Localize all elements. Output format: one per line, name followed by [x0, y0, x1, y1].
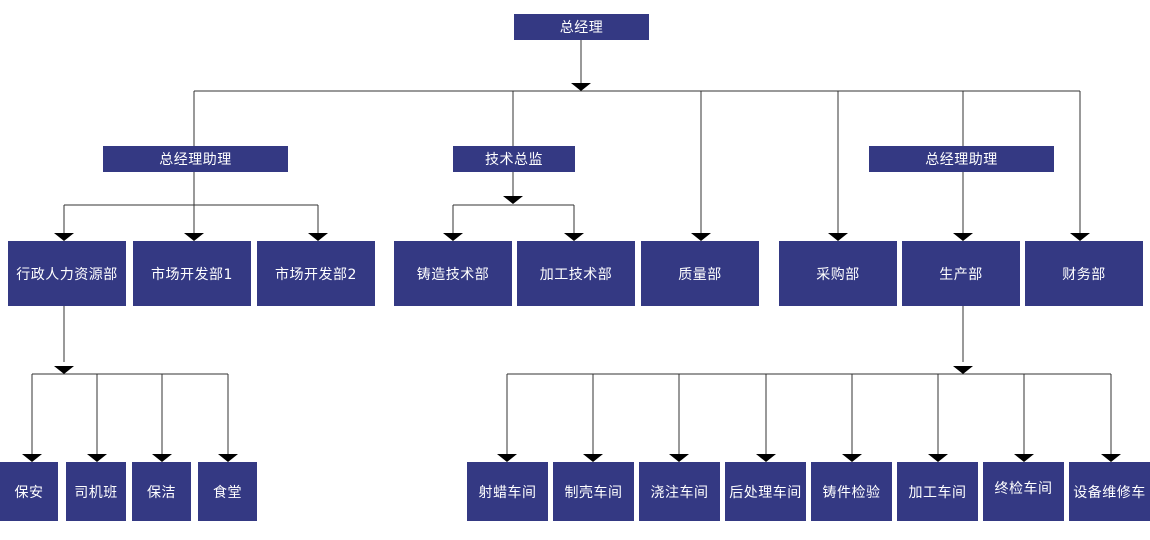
node-production: 生产部 — [902, 241, 1020, 306]
node-purchasing: 采购部 — [779, 241, 897, 306]
arrow-down-icon — [842, 454, 862, 462]
arrow-down-icon — [503, 196, 523, 204]
node-assistant-gm-right: 总经理助理 — [869, 146, 1054, 172]
arrow-down-icon — [669, 454, 689, 462]
node-market-dev-1: 市场开发部1 — [133, 241, 251, 306]
node-market-dev-2: 市场开发部2 — [257, 241, 375, 306]
arrow-down-icon — [497, 454, 517, 462]
node-casting-inspection: 铸件检验 — [811, 462, 892, 521]
arrow-down-icon — [571, 83, 591, 91]
node-canteen: 食堂 — [198, 462, 257, 521]
arrow-down-icon — [87, 454, 107, 462]
node-quality: 质量部 — [641, 241, 759, 306]
node-general-manager: 总经理 — [514, 14, 649, 40]
arrow-down-icon — [928, 454, 948, 462]
arrow-down-icon — [756, 454, 776, 462]
arrow-down-icon — [953, 233, 973, 241]
node-pouring-shop: 浇注车间 — [639, 462, 720, 521]
arrow-down-icon — [828, 233, 848, 241]
node-maintenance-shop: 设备维修车 — [1069, 462, 1150, 521]
node-final-inspection-shop: 终检车间 — [983, 462, 1064, 521]
node-cleaning: 保洁 — [132, 462, 191, 521]
node-machining-tech: 加工技术部 — [517, 241, 635, 306]
node-admin-hr: 行政人力资源部 — [8, 241, 126, 306]
arrow-down-icon — [691, 233, 711, 241]
arrow-down-icon — [308, 233, 328, 241]
node-finance: 财务部 — [1025, 241, 1143, 306]
node-casting-tech: 铸造技术部 — [394, 241, 512, 306]
arrow-down-icon — [564, 233, 584, 241]
arrow-down-icon — [1101, 454, 1121, 462]
node-assistant-gm-left: 总经理助理 — [103, 146, 288, 172]
arrow-down-icon — [1014, 454, 1034, 462]
arrow-down-icon — [443, 233, 463, 241]
node-post-processing-shop: 后处理车间 — [725, 462, 806, 521]
arrow-down-icon — [1070, 233, 1090, 241]
node-tech-director: 技术总监 — [453, 146, 575, 172]
arrow-down-icon — [54, 366, 74, 374]
arrow-down-icon — [22, 454, 42, 462]
arrow-down-icon — [152, 454, 172, 462]
node-shell-shop: 制壳车间 — [553, 462, 634, 521]
arrow-down-icon — [953, 366, 973, 374]
arrow-down-icon — [583, 454, 603, 462]
arrow-down-icon — [54, 233, 74, 241]
arrow-down-icon — [184, 233, 204, 241]
node-drivers: 司机班 — [66, 462, 126, 521]
node-security: 保安 — [0, 462, 58, 521]
arrow-down-icon — [218, 454, 238, 462]
node-wax-shop: 射蜡车间 — [467, 462, 548, 521]
node-machining-shop: 加工车间 — [897, 462, 978, 521]
